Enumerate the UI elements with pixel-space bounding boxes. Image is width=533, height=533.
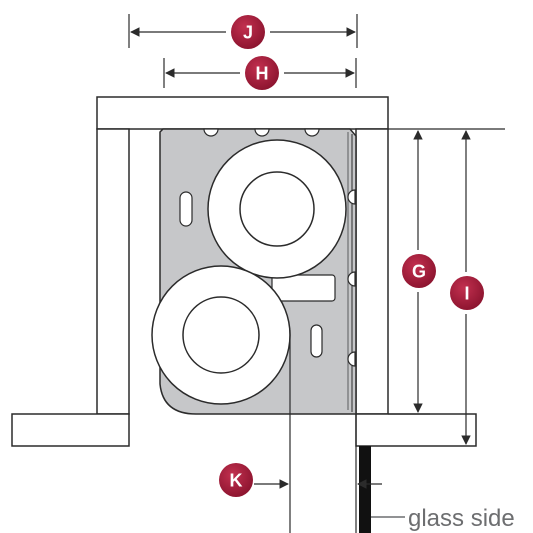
window-head-board (96, 96, 389, 130)
bracket-notch (347, 189, 356, 205)
badge-k-label: K (230, 471, 243, 491)
bracket-slot (179, 191, 193, 227)
badge-g-label: G (412, 262, 426, 282)
upper-roller-core (239, 171, 315, 247)
bracket-window (271, 274, 336, 302)
left-jamb (96, 128, 130, 415)
bracket-notch (304, 128, 320, 137)
badge-k: K (219, 463, 253, 497)
lower-roller-core (182, 296, 260, 374)
badge-j-label: J (243, 23, 253, 43)
glass-pane (359, 446, 371, 533)
badge-g: G (402, 254, 436, 288)
bracket-notch (203, 128, 219, 137)
badge-j: J (231, 15, 265, 49)
badge-h-label: H (256, 64, 269, 84)
badge-i: I (450, 276, 484, 310)
bracket-notch (347, 271, 356, 287)
right-sill (355, 413, 477, 447)
badge-i-label: I (464, 284, 469, 304)
bracket-slot (310, 324, 323, 358)
bracket-notch (347, 351, 356, 367)
left-sill (11, 413, 130, 447)
bracket-notch (254, 128, 270, 137)
glass-side-caption: glass side (408, 505, 515, 532)
right-jamb (355, 128, 389, 415)
badge-h: H (245, 56, 279, 90)
